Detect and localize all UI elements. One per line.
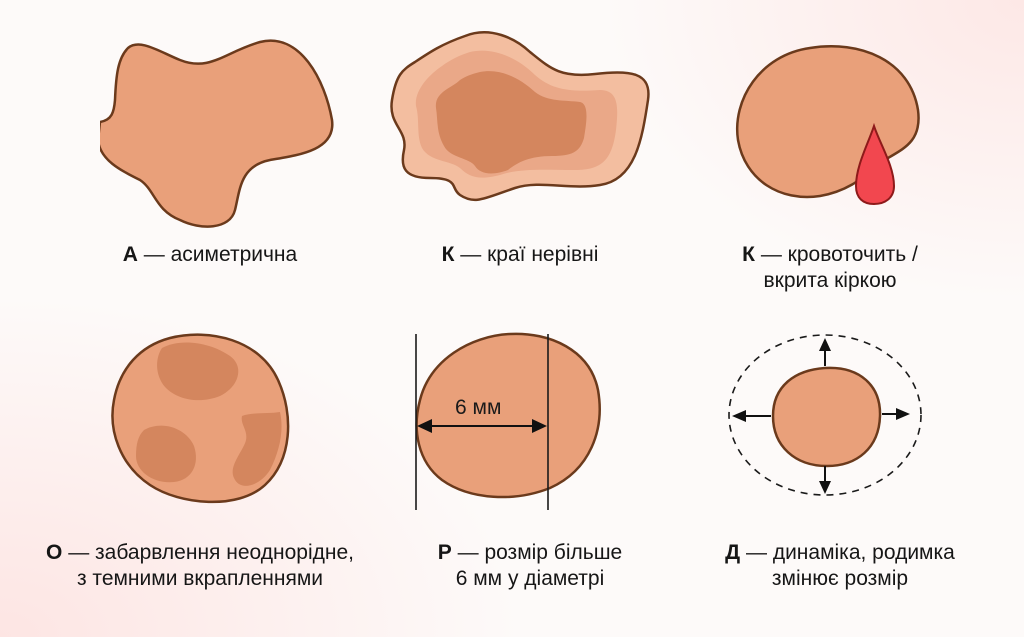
caption-letter: К	[441, 243, 455, 266]
arrow-down-icon	[819, 481, 831, 494]
caption-borders: К — краї нерівні	[441, 243, 599, 266]
caption-line-2: змінює розмір	[771, 567, 909, 590]
caption-line-2: з темними вкрапленнями	[76, 567, 324, 590]
caption-letter: А	[122, 243, 138, 266]
caption-line-2: вкрита кіркою	[763, 269, 897, 292]
caption-dynamics: Д — динаміка, родимка змінює розмір	[700, 540, 980, 592]
dark-spot	[232, 412, 282, 486]
asymmetric-mole-illustration	[100, 39, 334, 228]
arrow-right-icon	[532, 419, 547, 433]
caption-bleeding: К — кровоточить / вкрита кіркою	[700, 242, 960, 294]
arrow-left-icon	[732, 410, 746, 422]
caption-letter: Д	[725, 541, 741, 564]
arrow-up-icon	[819, 338, 831, 351]
caption-line-1: Д — динаміка, родимка	[725, 541, 955, 564]
bleeding-mole-illustration	[735, 45, 920, 206]
caption-letter: О	[46, 541, 63, 564]
blood-drop-icon	[854, 122, 896, 206]
growing-mole-illustration	[728, 334, 922, 496]
dark-spot	[136, 425, 196, 483]
caption-line-1: К — кровоточить /	[742, 243, 918, 266]
size-measure-label: 6 мм	[455, 396, 502, 419]
caption-line-2: 6 мм у діаметрі	[455, 567, 605, 590]
dark-spot	[157, 342, 239, 401]
caption-color: О — забарвлення неоднорідне, з темними в…	[0, 540, 400, 592]
uneven-color-mole-illustration	[111, 333, 290, 504]
size-mole-illustration	[415, 332, 601, 510]
growth-boundary-dashed	[728, 334, 922, 496]
irregular-border-mole-illustration	[390, 31, 650, 202]
caption-asymmetry: А — асиметрична	[122, 243, 298, 266]
caption-letter: Р	[437, 541, 452, 564]
caption-line-1: О — забарвлення неоднорідне,	[46, 541, 354, 564]
arrow-left-icon	[417, 419, 432, 433]
caption-line-1: Р — розмір більше	[437, 541, 623, 564]
caption-letter: К	[742, 243, 755, 266]
caption-size: Р — розмір більше 6 мм у діаметрі	[390, 540, 670, 592]
arrow-right-icon	[896, 408, 910, 420]
